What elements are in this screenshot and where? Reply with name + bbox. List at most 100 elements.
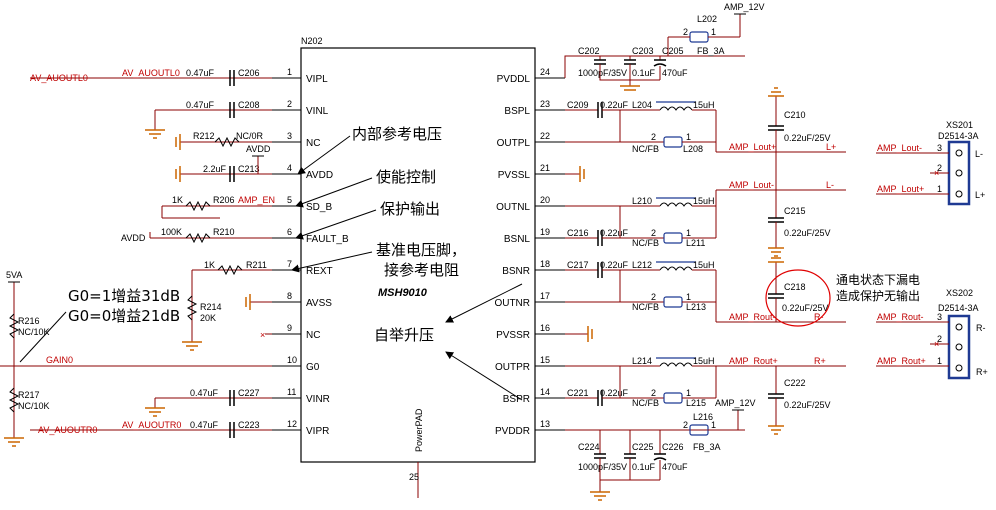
chip-powerpad: PowerPAD	[414, 408, 424, 452]
c225-ref: C225	[632, 442, 654, 452]
right-pin-name: PVSSR	[496, 330, 530, 341]
left-pin-name: SD_B	[306, 202, 332, 213]
l204-value: 15uH	[693, 100, 715, 110]
left-pin-name: FAULT_B	[306, 234, 349, 245]
l216-ref: L216	[693, 412, 713, 422]
c215-ref: C215	[784, 206, 806, 216]
c206-value: 0.47uF	[186, 68, 215, 78]
net-av-auoutr0-right: AV_AUOUTR0	[122, 420, 181, 430]
net-avdd-left: AVDD	[121, 233, 146, 243]
net-r-minus: R-	[814, 312, 824, 322]
left-pin-name: VIPR	[306, 426, 329, 437]
net-amp-en: AMP_EN	[238, 195, 275, 205]
xs202-pin3: 3	[937, 312, 942, 322]
net-amp12-top: AMP_12V	[724, 2, 765, 12]
c203-ref: C203	[632, 46, 654, 56]
r216-ref: R216	[18, 316, 40, 326]
right-pin-name: BSNL	[504, 234, 531, 245]
xs201-label-lplus: L+	[975, 190, 985, 200]
anno-bootstrap: 自举升压	[374, 326, 434, 344]
c205-value: 470uF	[662, 68, 688, 78]
xs201-body	[947, 140, 971, 206]
right-pin-num: 15	[540, 355, 550, 365]
l216-pin2: 2	[683, 420, 688, 430]
c210-ref: C210	[784, 110, 806, 120]
c223-ref: C223	[238, 420, 260, 430]
xs201-pin2: 2	[937, 163, 942, 173]
xs201-ref: XS201	[946, 120, 973, 130]
left-pin-name: VINR	[306, 394, 330, 405]
l213-ref: L213	[686, 302, 706, 312]
left-pin-num: 5	[287, 195, 292, 205]
r212-ref: R212	[193, 131, 215, 141]
l210-ref: L210	[632, 196, 652, 206]
r211-value: 1K	[204, 260, 215, 270]
r214-value: 20K	[200, 313, 216, 323]
xs202-body	[947, 314, 971, 380]
svg-text:×: ×	[934, 339, 939, 349]
left-pin-num: 3	[287, 131, 292, 141]
c221-value: 0.22uF	[600, 388, 629, 398]
c224-value: 1000pF/35V	[578, 462, 627, 472]
net-lout-plus: AMP_Lout+	[729, 142, 776, 152]
c225-value: 0.1uF	[632, 462, 656, 472]
c208-value: 0.47uF	[186, 100, 215, 110]
right-pin-num: 17	[540, 291, 550, 301]
xs202-net-rplus: AMP_Rout+	[877, 356, 926, 366]
c209-ref: C209	[567, 100, 589, 110]
left-pin-name: VINL	[306, 106, 329, 117]
c223-value: 0.47uF	[190, 420, 219, 430]
c205-ref: C205	[662, 46, 684, 56]
right-pin-num: 22	[540, 131, 550, 141]
net-5va: 5VA	[6, 270, 22, 280]
right-pin-name: BSPL	[504, 106, 530, 117]
c203-value: 0.1uF	[632, 68, 656, 78]
c213-value: 2.2uF	[203, 164, 227, 174]
l204-ref: L204	[632, 100, 652, 110]
l211-pin1: 1	[686, 228, 691, 238]
right-pin-name: PVSSL	[498, 170, 531, 181]
xs202-ref: XS202	[946, 288, 973, 298]
l215-pin2: 2	[651, 388, 656, 398]
xs201-pin1: 1	[937, 184, 942, 194]
r217-ref: R217	[18, 390, 40, 400]
right-pin-num: 23	[540, 99, 550, 109]
r211-ref: R211	[246, 260, 267, 270]
right-pin-name: BSPR	[503, 394, 530, 405]
left-pin-num: 10	[287, 355, 297, 365]
c215-value: 0.22uF/25V	[784, 228, 831, 238]
left-pin-num: 1	[287, 67, 292, 77]
c222-value: 0.22uF/25V	[784, 400, 831, 410]
l211-ref: L211	[686, 238, 705, 248]
anno-gain-1: G0=1增益31dB	[68, 287, 180, 305]
c202-value: 1000pF/35V	[578, 68, 627, 78]
anno-gain-0: G0=0增益21dB	[68, 307, 180, 325]
anno-leak-1: 通电状态下漏电	[836, 273, 920, 287]
c226-value: 470uF	[662, 462, 688, 472]
net-amp12-bot: AMP_12V	[715, 398, 756, 408]
l208-pin1: 1	[686, 132, 691, 142]
l202-pin2: 2	[683, 27, 688, 37]
l215-value: NC/FB	[632, 398, 659, 408]
l214-value: 15uH	[693, 356, 715, 366]
net-av-auoutl0-right: AV_AUOUTL0	[122, 68, 180, 78]
xs201-label-lminus: L-	[975, 149, 983, 159]
c217-value: 0.22uF	[600, 260, 629, 270]
xs202-label-rminus: R-	[976, 323, 986, 333]
leak-highlight-circle	[765, 269, 831, 327]
l211-value: NC/FB	[632, 238, 659, 248]
xs201-pin3: 3	[937, 143, 942, 153]
l208-value: NC/FB	[632, 144, 659, 154]
right-pin-name: OUTNR	[494, 298, 530, 309]
l208-ref: L208	[683, 144, 703, 154]
pad-pin-num: 25	[409, 472, 419, 482]
net-lout-minus: AMP_Lout-	[729, 180, 774, 190]
c218-ref: C218	[784, 282, 806, 292]
c226-ref: C226	[662, 442, 684, 452]
right-pin-name: OUTPL	[497, 138, 531, 149]
xs202-net-rminus: AMP_Rout-	[877, 312, 924, 322]
anno-rext-1: 基准电压脚，	[376, 241, 466, 259]
chip-refdes: N202	[301, 36, 323, 46]
net-l-minus: L-	[826, 180, 834, 190]
left-pin-num: 12	[287, 419, 297, 429]
